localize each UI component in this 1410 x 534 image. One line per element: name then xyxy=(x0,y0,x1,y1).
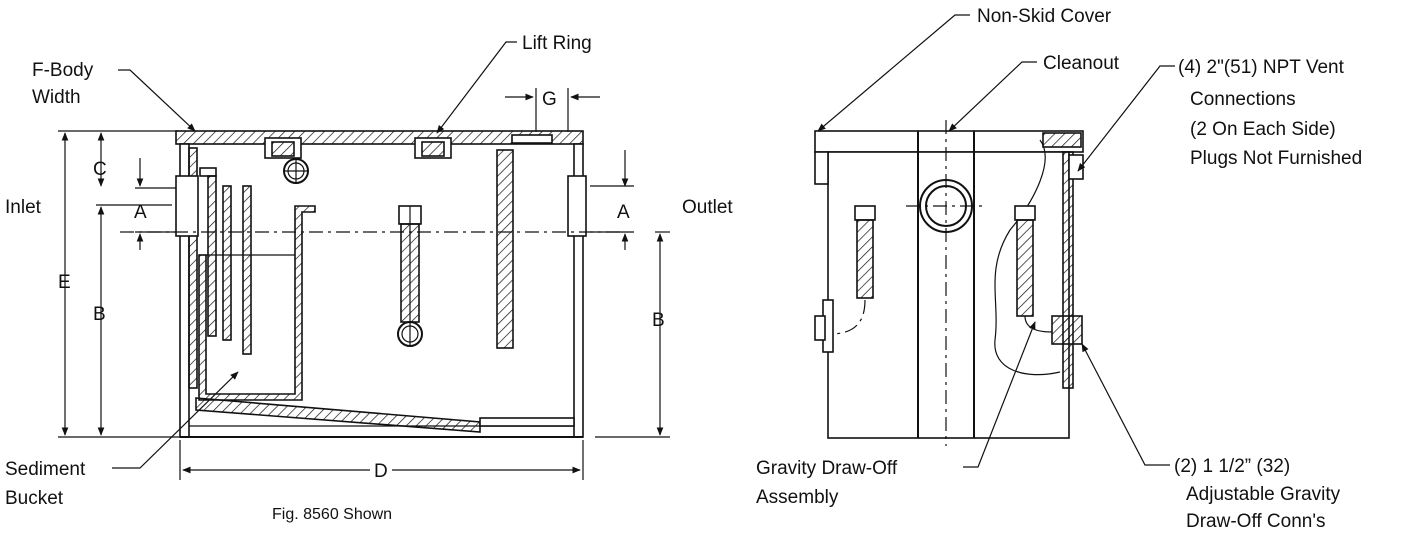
adjustable-label-3: Draw-Off Conn's xyxy=(1186,511,1326,529)
vent-label-3: (2 On Each Side) xyxy=(1190,119,1336,140)
gravity-label-2: Assembly xyxy=(756,487,839,508)
dim-g-label: G xyxy=(542,89,557,110)
lift-ring-label: Lift Ring xyxy=(522,33,592,54)
dim-c-label: C xyxy=(93,159,107,180)
inlet-label: Inlet xyxy=(5,197,42,218)
dim-b-right-label: B xyxy=(652,310,665,331)
outlet-fitting xyxy=(567,175,587,237)
dim-b-left-label: B xyxy=(93,304,106,325)
cutaway-edge xyxy=(994,139,1061,376)
sediment-label-2: Bucket xyxy=(5,488,64,509)
vent-label-4: Plugs Not Furnished xyxy=(1190,148,1362,169)
non-skid-label: Non-Skid Cover xyxy=(977,6,1112,27)
fig-caption: Fig. 8560 Shown xyxy=(272,506,392,523)
leader-gravity xyxy=(963,321,1036,468)
sediment-bucket xyxy=(198,205,316,401)
f-body-label-2: Width xyxy=(32,87,81,108)
leader-adjustable xyxy=(1081,343,1170,466)
leader-cleanout xyxy=(948,61,1037,132)
inner-left-wall xyxy=(188,147,198,389)
leader-lift-ring xyxy=(436,41,517,134)
inlet-fitting xyxy=(175,175,199,237)
vent-label-2: Connections xyxy=(1190,89,1296,110)
sediment-label-1: Sediment xyxy=(5,459,86,480)
side-view: Non-Skid Cover Cleanout (4) 2"(51) NPT V… xyxy=(756,6,1362,532)
adjustable-label-2: Adjustable Gravity xyxy=(1186,484,1341,505)
vent-label-1: (4) 2"(51) NPT Vent xyxy=(1178,57,1345,78)
gravity-label-1: Gravity Draw-Off xyxy=(756,458,898,479)
dim-e-label: E xyxy=(58,272,71,293)
leader-f-body xyxy=(118,69,196,132)
sloped-floor xyxy=(195,397,481,433)
inlet-baffle xyxy=(207,175,217,337)
f-body-label-1: F-Body xyxy=(32,60,94,81)
outlet-label: Outlet xyxy=(682,197,733,218)
adjustable-connection xyxy=(1051,315,1083,345)
center-draw-off xyxy=(397,205,423,347)
leader-sediment xyxy=(112,371,239,469)
leader-non-skid xyxy=(817,14,970,132)
adjustable-label-1: (2) 1 1/2” (32) xyxy=(1174,456,1290,477)
dim-a-left-label: A xyxy=(134,202,147,223)
dim-d-label: D xyxy=(374,461,388,482)
outlet-baffle xyxy=(496,149,514,349)
dim-a-right-label: A xyxy=(617,202,630,223)
section-view: F-Body Width Lift Ring G C Inlet A A Out… xyxy=(5,33,733,523)
leader-vent xyxy=(1077,65,1175,172)
cleanout-label: Cleanout xyxy=(1043,53,1120,74)
